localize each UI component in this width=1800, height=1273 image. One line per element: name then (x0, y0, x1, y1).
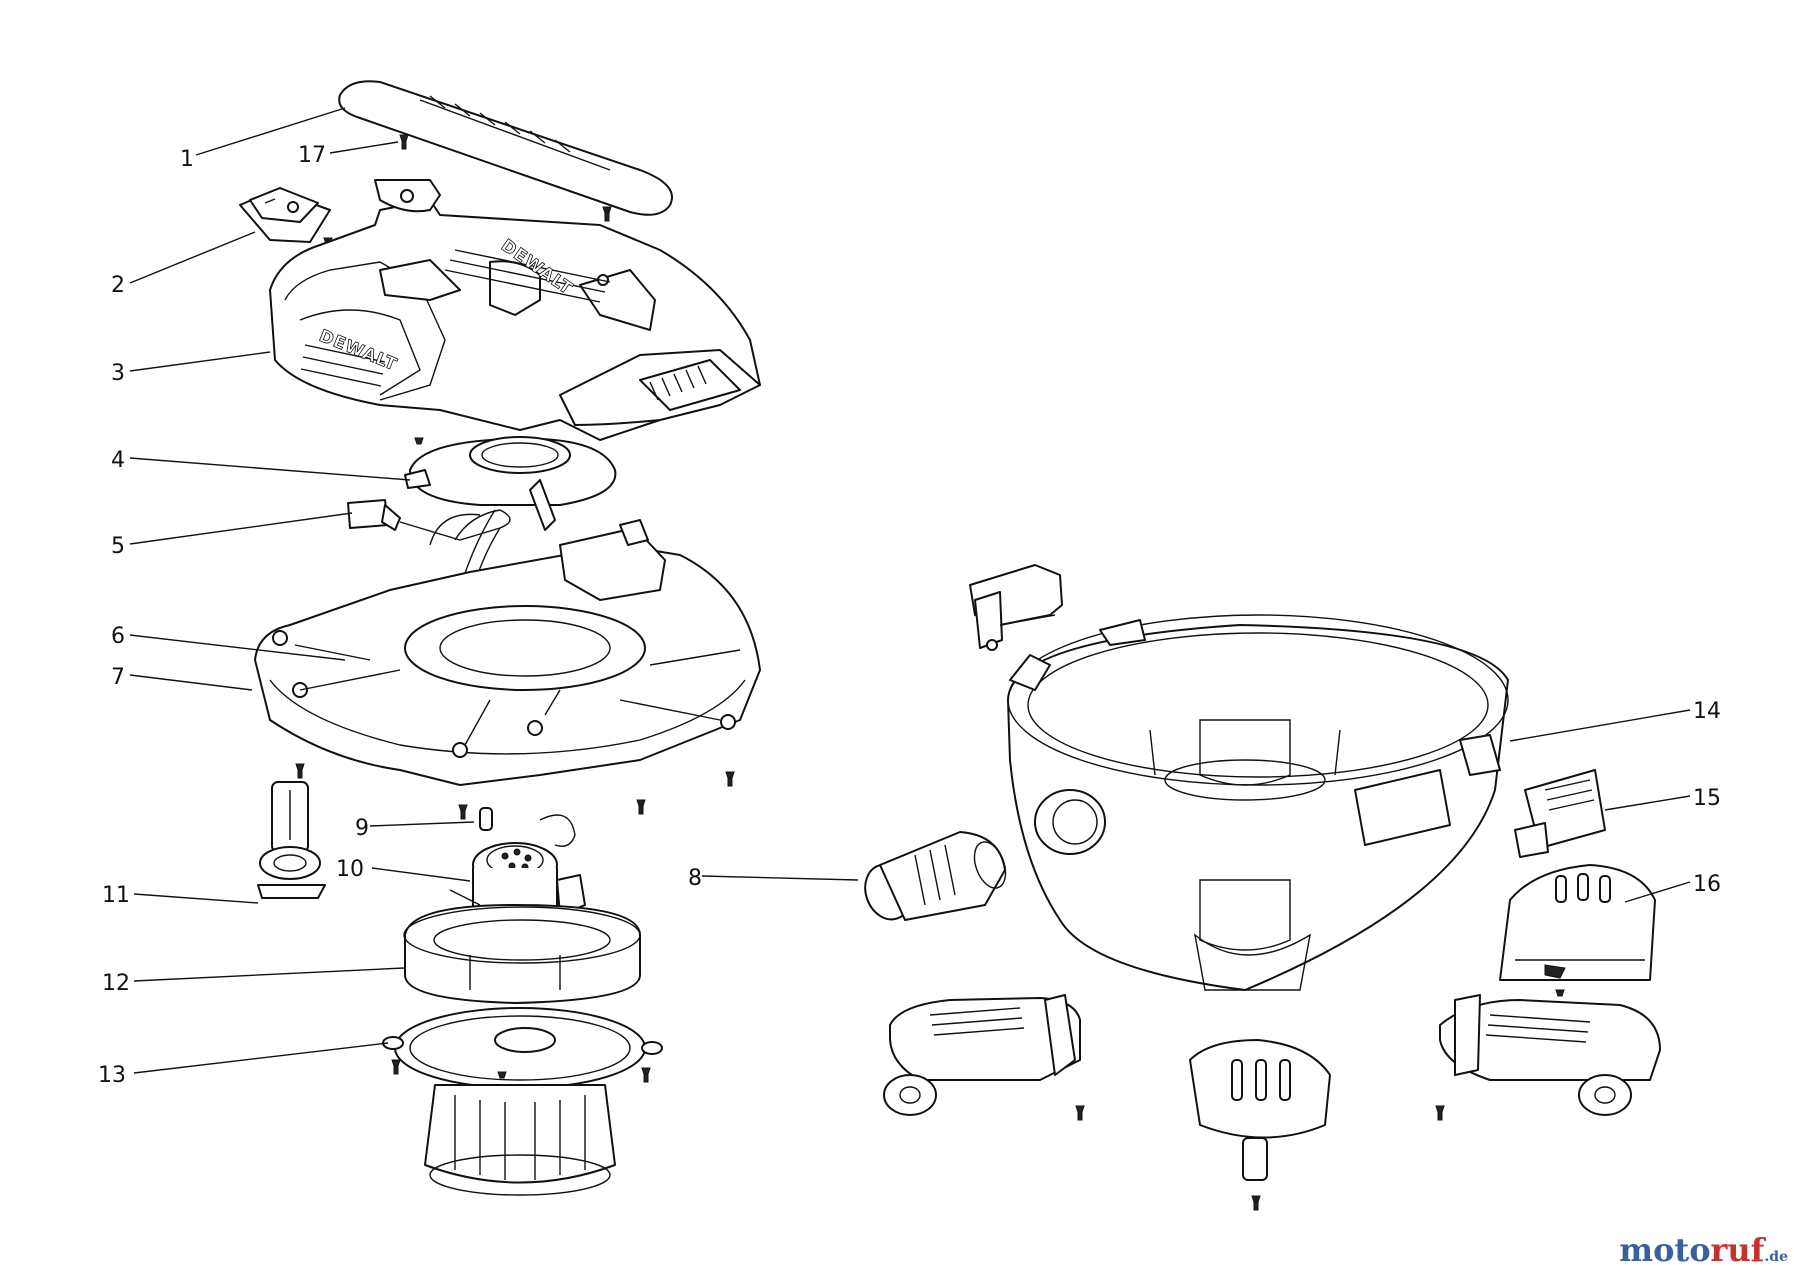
watermark-part2: ruf (1710, 1231, 1765, 1269)
callout-label: 4 (111, 448, 125, 473)
leader-line (701, 875, 859, 881)
callout-label: 3 (111, 361, 125, 386)
callout-label: 1 (180, 147, 194, 172)
callout-label: 8 (688, 866, 702, 891)
callout-labels: 1 2 3 4 5 6 7 8 9 10 11 12 13 14 15 16 1… (98, 143, 1721, 1088)
screw-part (295, 763, 735, 820)
motor-cover-part: DEWALT DEWALT (269, 179, 761, 441)
leader-line (129, 351, 271, 372)
caster-cover-part (1499, 864, 1656, 997)
watermark-suffix: .de (1764, 1249, 1788, 1265)
leader-line (133, 967, 405, 982)
hose-inlet-part (864, 831, 1007, 921)
leader-lines (129, 107, 1691, 1074)
callout-label: 14 (1693, 699, 1721, 724)
tank-part (1007, 614, 1509, 991)
impeller-part (382, 1007, 663, 1196)
leader-line (371, 867, 471, 882)
leader-line (1509, 709, 1691, 742)
latch-strap-part (257, 781, 326, 899)
leader-line (1624, 881, 1691, 903)
caster-foot-center (1189, 1039, 1331, 1211)
leader-line (129, 634, 346, 661)
callout-label: 16 (1693, 872, 1721, 897)
fan-housing-part (403, 904, 641, 1004)
callout-label: 2 (111, 273, 125, 298)
tank-latch-part (1514, 769, 1606, 858)
cord-part (347, 499, 511, 606)
switch-part (239, 187, 331, 243)
leader-line (129, 674, 253, 691)
caster-foot-right (1435, 994, 1661, 1121)
leader-line (129, 231, 256, 284)
callout-label: 12 (102, 971, 130, 996)
watermark-part1: moto (1619, 1231, 1711, 1269)
leader-line (195, 107, 346, 156)
screw-part (323, 134, 612, 253)
leader-line (369, 821, 475, 827)
watermark-logo: motoruf.de (1619, 1231, 1788, 1269)
chassis-part (254, 513, 761, 786)
callout-label: 6 (111, 624, 125, 649)
callout-label: 11 (102, 883, 130, 908)
handle-part (338, 80, 673, 216)
latch-bracket-part (969, 564, 1063, 651)
leader-line (129, 512, 353, 545)
callout-label: 5 (111, 534, 125, 559)
callout-label: 15 (1693, 786, 1721, 811)
leader-line (329, 141, 399, 154)
leader-line (1604, 795, 1691, 811)
motor-plate-part (404, 436, 617, 531)
leader-line (133, 1042, 389, 1074)
callout-label: 13 (98, 1063, 126, 1088)
callout-label: 10 (336, 857, 364, 882)
leader-line (133, 893, 259, 904)
callout-label: 7 (111, 665, 125, 690)
caster-foot-left (883, 994, 1085, 1121)
callout-label: 9 (355, 816, 369, 841)
leader-line (129, 457, 411, 481)
callout-label: 17 (298, 143, 326, 168)
